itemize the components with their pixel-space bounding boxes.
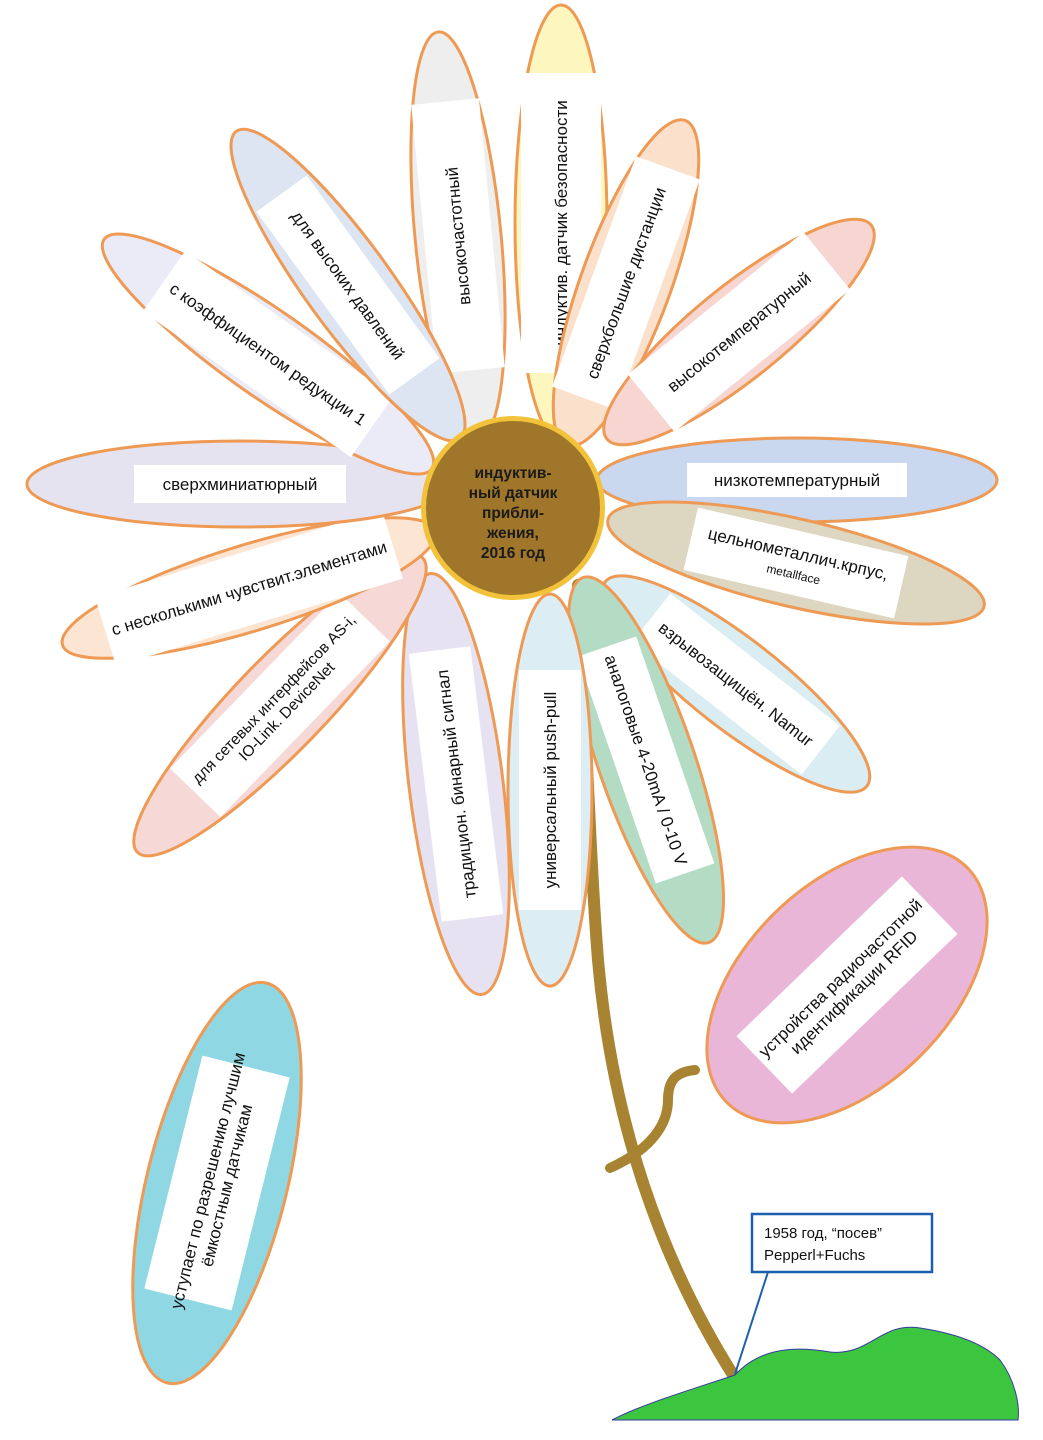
center-line-2: ный датчик	[469, 485, 558, 502]
petal-vysokotemp: высокотемпературный	[602, 217, 876, 447]
petal-label-box	[411, 98, 505, 374]
petal-label-box	[552, 156, 700, 410]
center-line-3: прибли-	[482, 505, 544, 522]
petal-label-box	[519, 670, 581, 910]
center-line-1: индуктив-	[474, 465, 551, 482]
petal-nizkotemp: низкотемпературный	[595, 436, 999, 524]
petal-label-box	[632, 593, 840, 775]
petal-metallface: цельнометаллич.крпус,metallface	[606, 500, 986, 626]
leaf-stalk	[605, 1065, 700, 1173]
ground	[611, 1326, 1019, 1421]
callout-pointer	[734, 1271, 769, 1375]
petal-label-line-1: универсальный push-pull	[541, 692, 560, 889]
petal-label-box	[134, 465, 346, 503]
petal-label-box	[256, 175, 440, 395]
petal-label-line-1: низкотемпературный	[714, 471, 880, 490]
petal-label-line-1: сверхминиатюрный	[163, 475, 318, 494]
petal-label-box	[627, 232, 851, 432]
leaf-label-box	[736, 876, 958, 1094]
petal-analog: аналоговые 4-20mA / 0-10 V	[566, 575, 726, 945]
petal-label-box	[170, 592, 390, 818]
callout-line-1: 1958 год, “посев”	[764, 1225, 882, 1242]
petal-label-box	[142, 250, 394, 458]
petal-miniature: сверхминиатюрный	[25, 439, 455, 529]
flower-center	[426, 421, 600, 595]
petal-label-box	[687, 463, 907, 497]
petal-label-box	[577, 636, 715, 884]
center-line-5: 2016 год	[481, 545, 545, 562]
petal-pressure: для высоких давлений	[229, 127, 467, 443]
petal-binary: традицион. бинарный сигнал	[401, 572, 511, 996]
center-line-4: жения,	[486, 525, 539, 542]
callout-box	[750, 1212, 934, 1274]
petal-label-box	[408, 646, 504, 922]
petal-pushpull: универсальный push-pull	[506, 592, 594, 988]
fallen-petal-label-box	[144, 1055, 290, 1311]
petal-label-line-1: индуктив. датчик безопасности	[552, 100, 571, 345]
petal-label-box	[95, 509, 403, 667]
callout-line-2: Pepperl+Fuchs	[764, 1247, 865, 1264]
petal-label-box	[683, 507, 909, 619]
